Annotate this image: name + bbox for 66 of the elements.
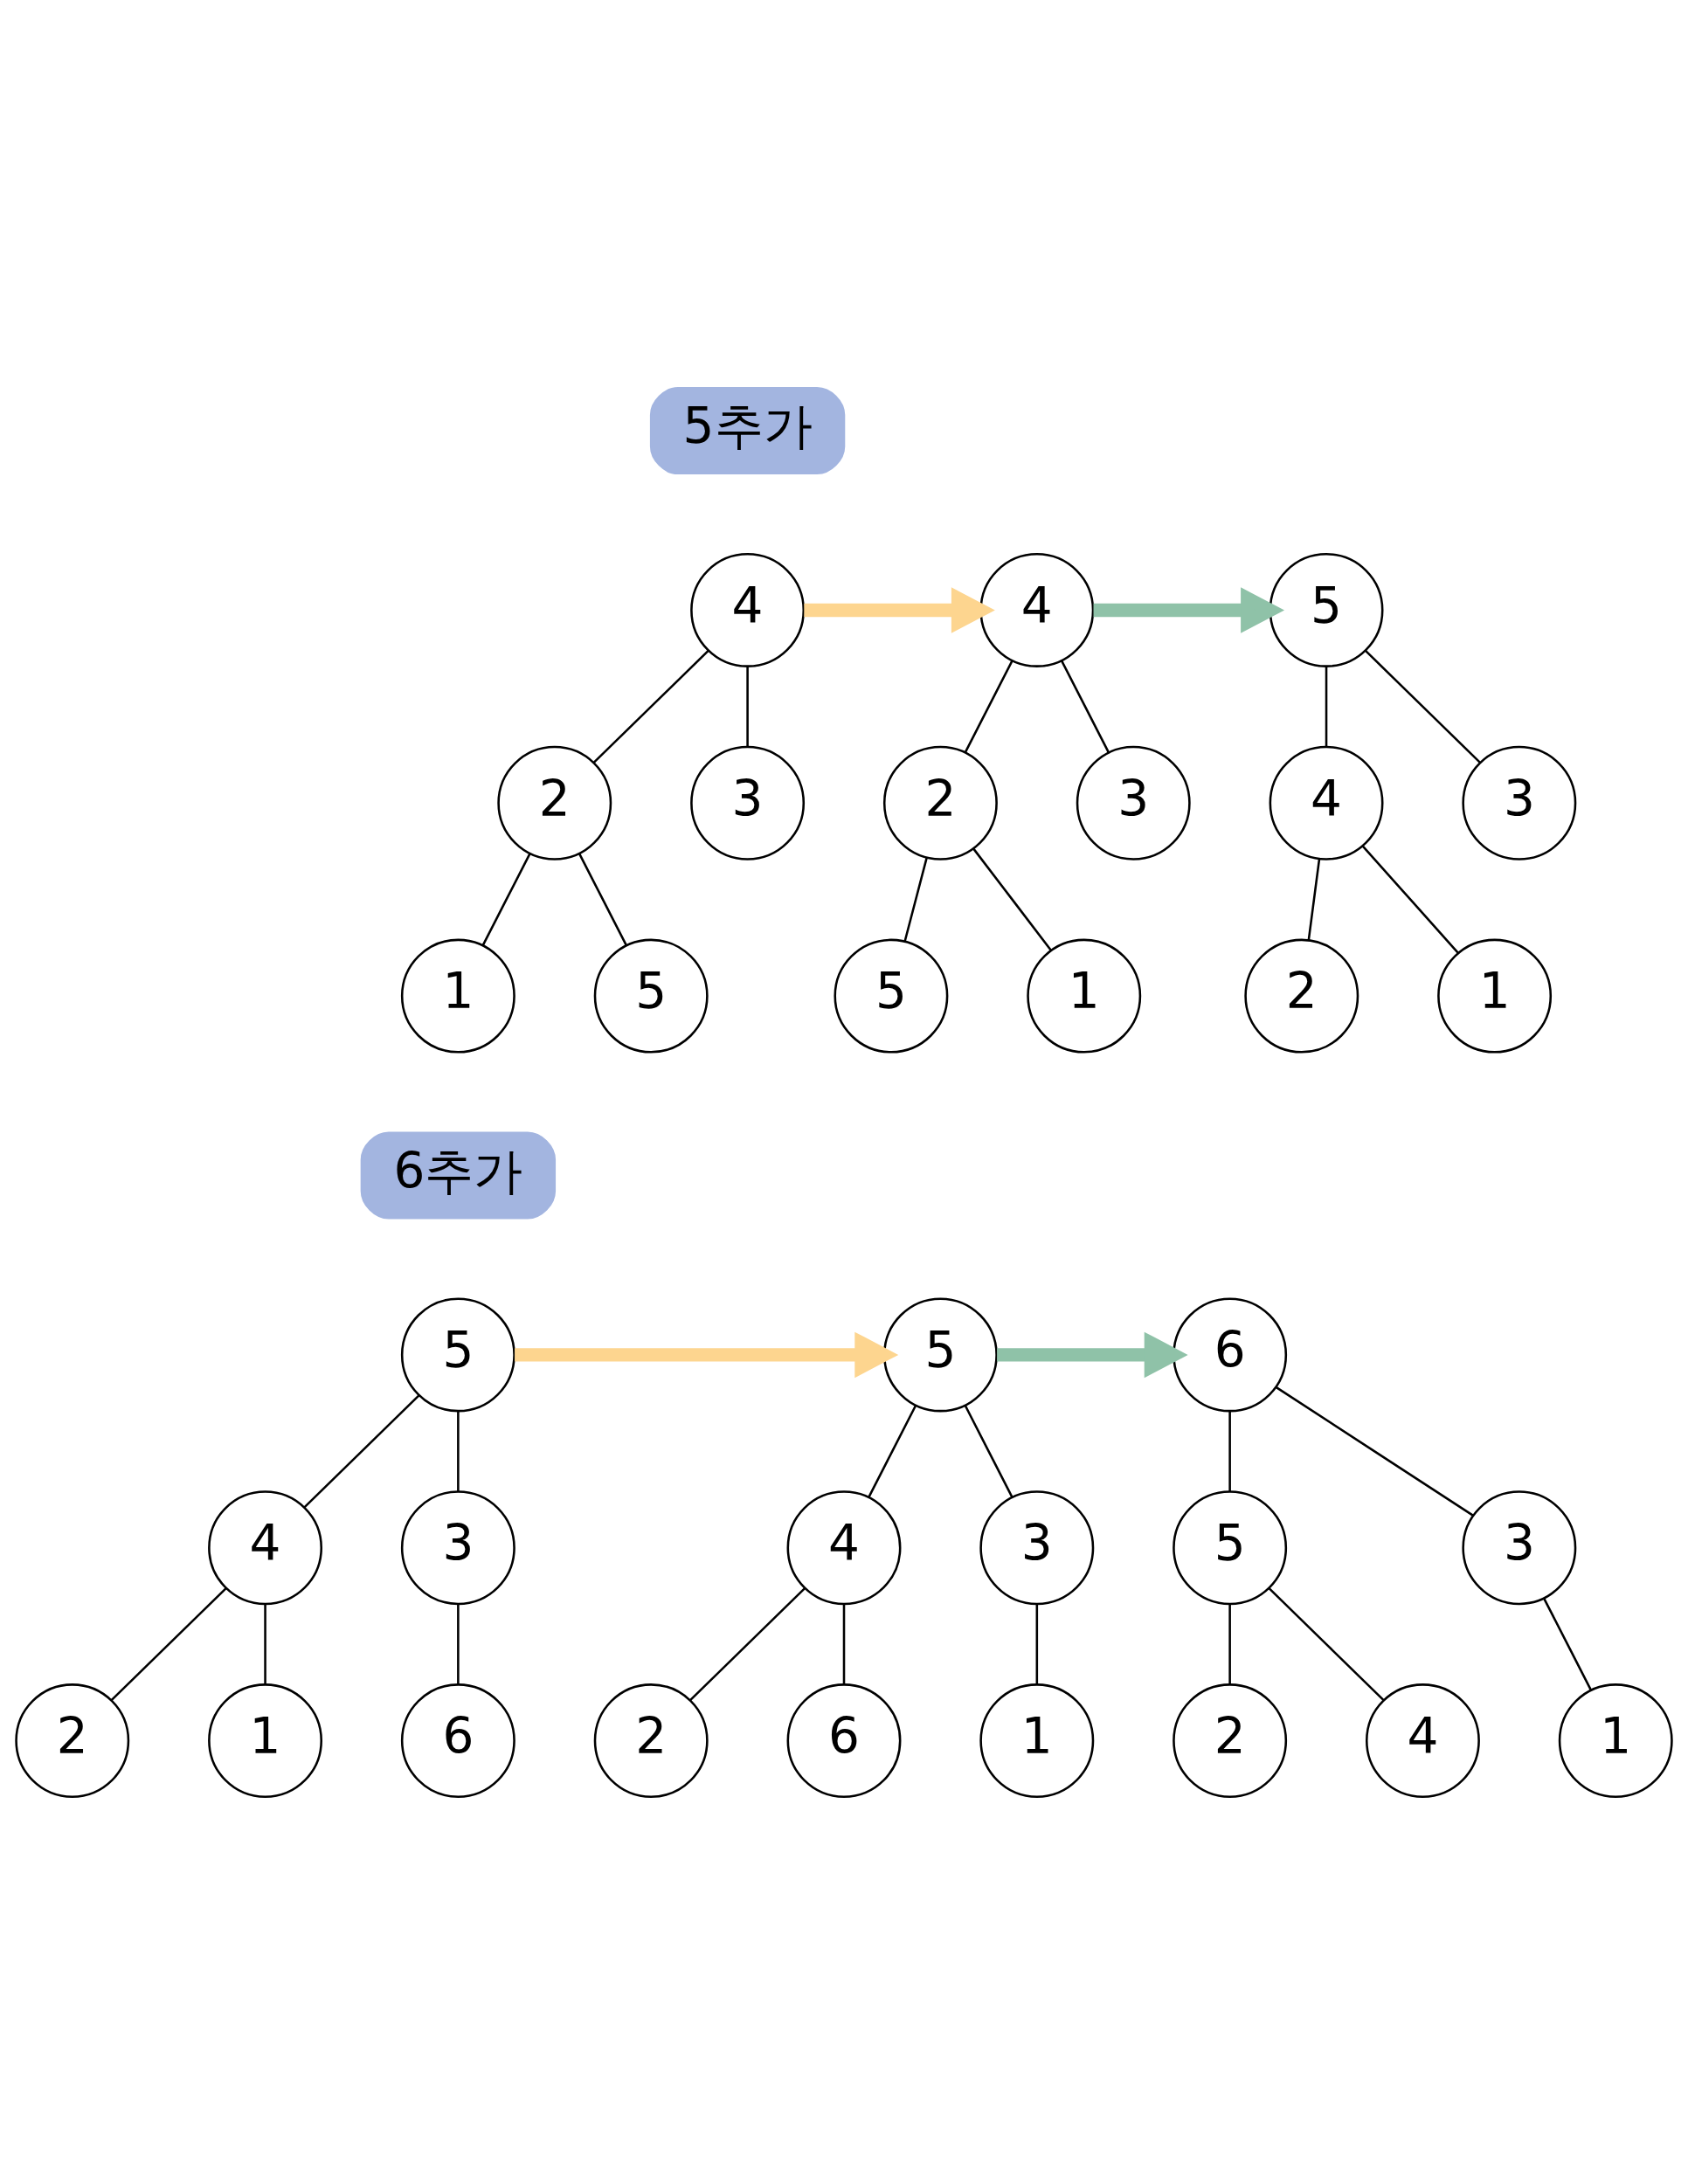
connector — [1228, 1411, 1231, 1491]
node-circle: 3 — [1462, 745, 1577, 860]
node-circle: 5 — [593, 938, 709, 1054]
arrow — [804, 586, 995, 633]
connector — [1276, 1386, 1474, 1517]
arrow — [515, 1331, 899, 1378]
connector — [303, 1393, 420, 1508]
connector — [903, 857, 928, 942]
connector — [1307, 858, 1321, 940]
node-circle: 1 — [400, 938, 515, 1054]
node-circle: 5 — [1269, 552, 1384, 667]
connector — [964, 1404, 1013, 1497]
node-circle: 1 — [208, 1683, 323, 1798]
connector — [264, 1604, 266, 1684]
node-circle: 4 — [1269, 745, 1384, 860]
node-circle: 4 — [690, 552, 806, 667]
node-circle: 2 — [593, 1683, 709, 1798]
connector — [457, 1604, 460, 1684]
node-circle: 3 — [690, 745, 806, 860]
connector — [868, 1404, 917, 1497]
node-circle: 1 — [1558, 1683, 1673, 1798]
connector — [1543, 1597, 1593, 1690]
node-circle: 4 — [1365, 1683, 1480, 1798]
node-circle: 1 — [1027, 938, 1142, 1054]
arrow — [997, 1331, 1188, 1378]
connector — [842, 1604, 846, 1684]
node-circle: 6 — [786, 1683, 902, 1798]
node-circle: 3 — [979, 1489, 1095, 1605]
node-circle: 5 — [834, 938, 949, 1054]
connector — [1364, 649, 1482, 764]
arrow — [1093, 586, 1285, 633]
node-circle: 4 — [786, 1489, 902, 1605]
connector — [457, 1411, 460, 1491]
node-circle: 1 — [979, 1683, 1095, 1798]
node-circle: 2 — [1244, 938, 1359, 1054]
connector — [746, 666, 749, 746]
connector — [1228, 1604, 1231, 1684]
node-circle: 2 — [1173, 1683, 1288, 1798]
connector — [578, 853, 627, 946]
connector — [1325, 666, 1328, 746]
connector — [972, 847, 1052, 951]
node-box: 6추가 — [360, 1130, 557, 1220]
node-circle: 3 — [400, 1489, 515, 1605]
node-circle: 5 — [1173, 1489, 1288, 1605]
connector — [1035, 1604, 1039, 1684]
node-circle: 2 — [15, 1683, 130, 1798]
node-circle: 2 — [497, 745, 612, 860]
connector — [481, 853, 531, 946]
node-circle: 3 — [1462, 1489, 1577, 1605]
connector — [1361, 845, 1459, 954]
node-circle: 5 — [882, 1296, 998, 1412]
node-circle: 6 — [400, 1683, 515, 1798]
connector — [592, 649, 709, 764]
node-box: 5추가 — [649, 386, 846, 474]
connector — [1268, 1586, 1385, 1701]
node-circle: 5 — [400, 1296, 515, 1412]
node-circle: 3 — [1076, 745, 1191, 860]
node-circle: 6 — [1173, 1296, 1288, 1412]
node-circle: 2 — [882, 745, 998, 860]
node-circle: 4 — [979, 552, 1095, 667]
connector — [1061, 660, 1110, 753]
connector — [964, 660, 1013, 753]
connector — [688, 1586, 806, 1701]
connector — [110, 1586, 227, 1701]
node-circle: 4 — [208, 1489, 323, 1605]
node-circle: 1 — [1437, 938, 1553, 1054]
